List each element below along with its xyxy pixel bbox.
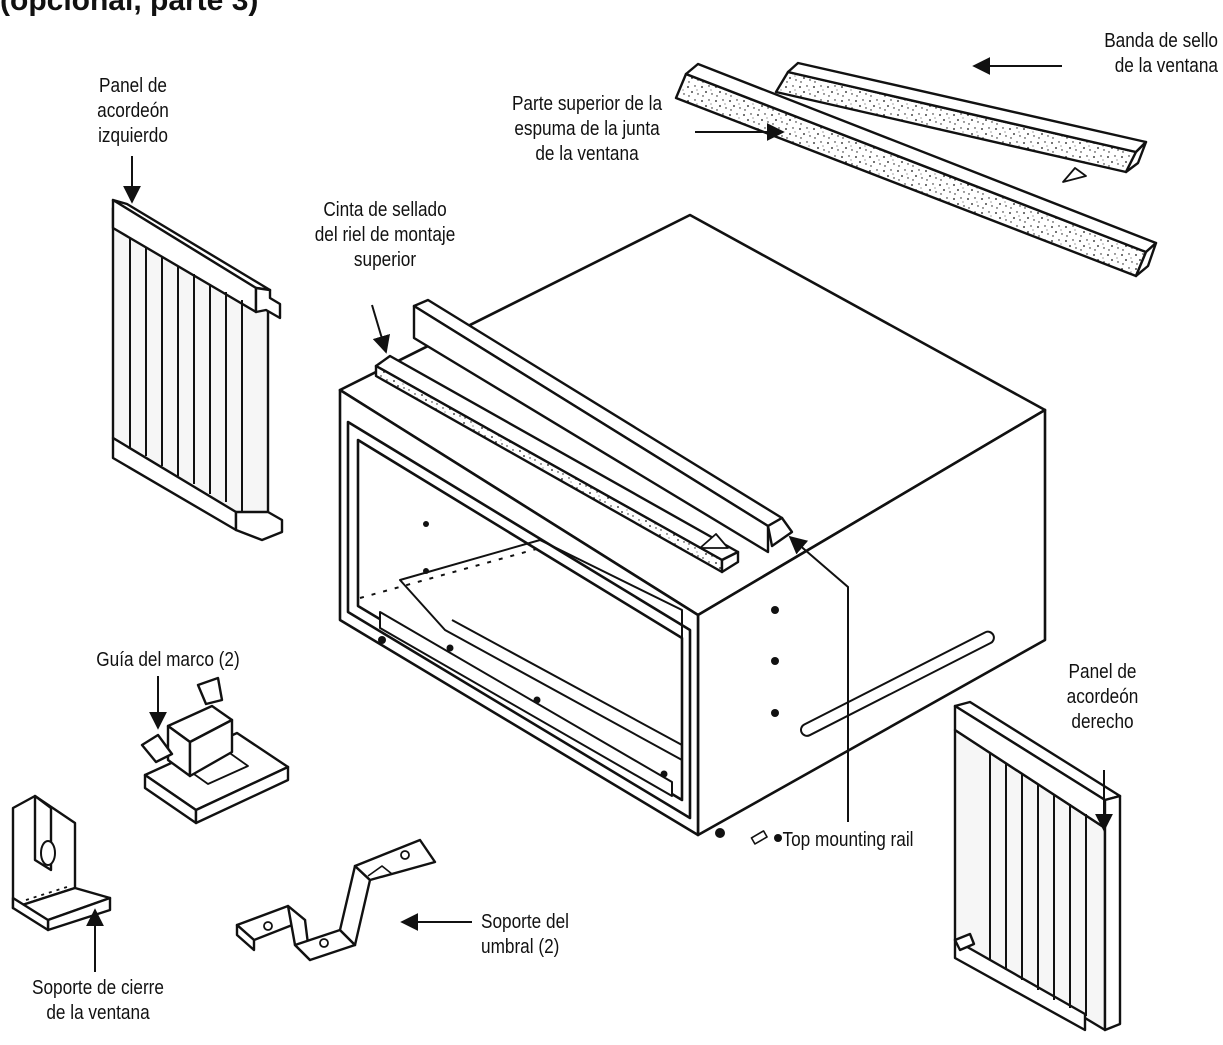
label-window-lock-bracket: Soporte de cierre de la ventana [32, 977, 164, 1024]
label-left-accordion-panel: Panel de acordeón izquierdo [97, 75, 169, 147]
window-seal-strip [774, 61, 1148, 183]
leader-lines [86, 57, 1113, 972]
label-right-accordion-panel: Panel de acordeón derecho [1066, 661, 1139, 733]
leader-sealing-tape [371, 304, 391, 354]
sill-support [235, 838, 437, 962]
window-gasket-foam-top [674, 62, 1158, 278]
label-sill-support: Soporte del umbral (2) [481, 911, 569, 958]
label-window-seal-strip: Banda de sello de la ventana [1104, 30, 1218, 77]
label-sash-guide: Guía del marco (2) [96, 649, 240, 671]
label-top-mounting-rail: Top mounting rail [782, 829, 914, 851]
left-accordion-panel [111, 198, 284, 542]
page-title-fragment: (opcional, parte 3) [0, 0, 259, 17]
leader-top-mounting-rail [788, 535, 849, 822]
window-lock-bracket [11, 794, 112, 932]
cabinet-sleeve [338, 213, 1047, 845]
top-mounting-rail [412, 298, 794, 554]
label-window-gasket-foam-top: Parte superior de la espuma de la junta … [511, 93, 663, 165]
label-top-rail-sealing-tape: Cinta de sellado del riel de montaje sup… [314, 199, 456, 271]
right-accordion-panel [953, 700, 1122, 1032]
sash-guide [140, 676, 290, 825]
top-rail-sealing-tape [374, 354, 740, 574]
